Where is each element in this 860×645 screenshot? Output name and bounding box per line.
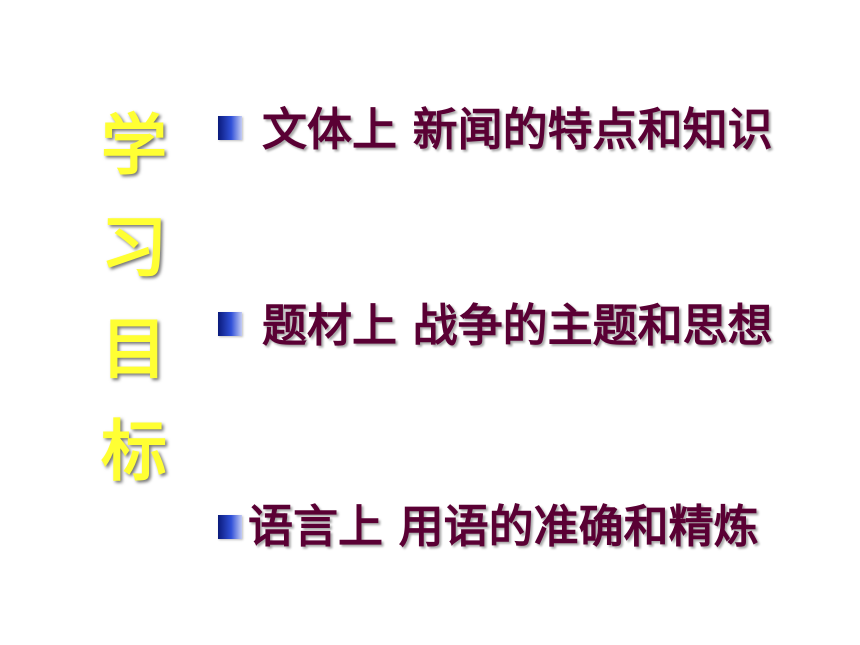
title-char: 标 [101,413,167,490]
title-char: 目 [101,311,167,388]
title-char: 学 [101,107,167,184]
square-bullet-icon [218,312,242,336]
vertical-title: 学 习 目 标 [94,92,174,512]
square-bullet-icon [218,515,242,539]
bullet-text: 文体上 新闻的特点和知识 [262,103,773,156]
bullet-text: 题材上 战争的主题和思想 [262,299,773,352]
square-bullet-icon [218,116,242,140]
title-char: 习 [101,209,167,286]
bullet-text: 语言上 用语的准确和精炼 [248,500,759,553]
